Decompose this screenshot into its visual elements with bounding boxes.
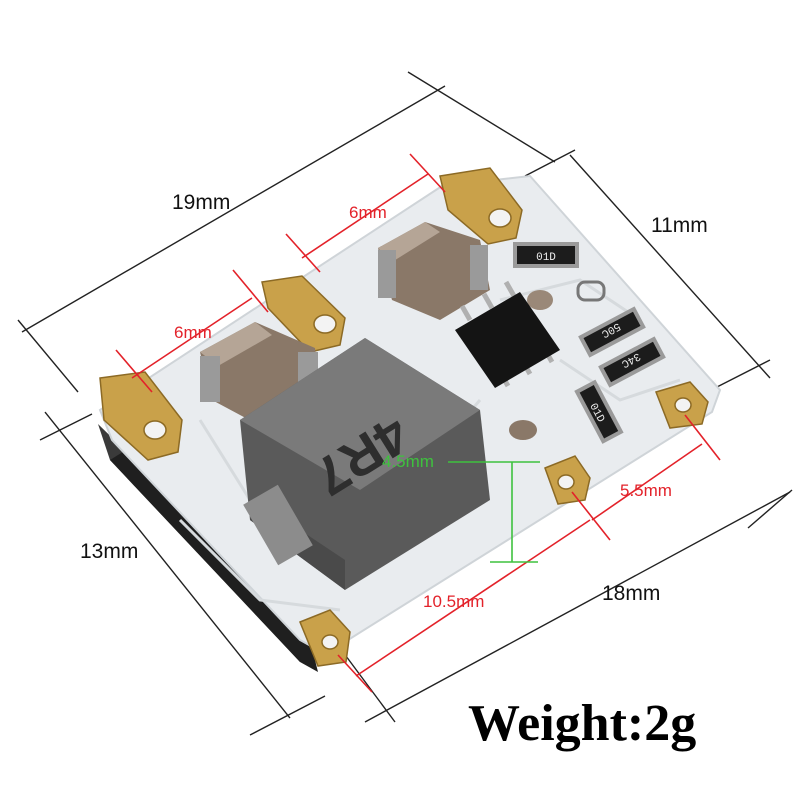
dimension-4-5mm: 4.5mm [382,452,434,471]
dimension-13mm: 13mm [80,540,139,563]
red-measure-lines [115,153,721,693]
dimension-5-5mm: 5.5mm [620,481,672,500]
pad-holes [143,208,692,650]
green-measure-lines [448,461,540,563]
dimension-18mm: 18mm [602,582,661,605]
dimension-19mm: 19mm [172,191,231,214]
resistor-marking-1: 01D [536,252,556,264]
dimension-6mm-upper: 6mm [349,203,387,222]
dimension-6mm-lower: 6mm [174,323,212,342]
dimension-lines [17,71,793,736]
inductor: 4R7 [240,338,490,590]
dimension-11mm: 11mm [651,214,708,237]
weight-label: Weight:2g [468,695,697,752]
dimension-10-5mm: 10.5mm [423,592,485,611]
resistors: 01D 50C 34C 01D [513,242,666,444]
ic-chip [455,280,560,388]
